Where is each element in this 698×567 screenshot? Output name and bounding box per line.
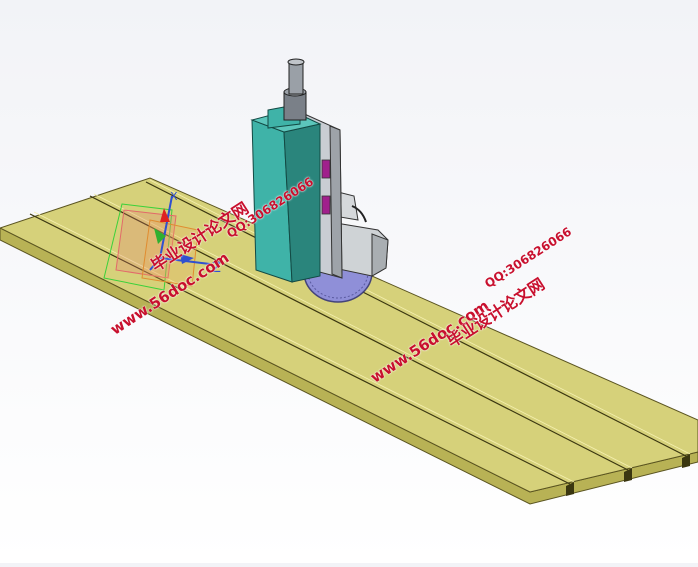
lift-cylinder[interactable] (283, 58, 307, 121)
table-top-face (0, 177, 698, 493)
triad-z-label: Z (212, 261, 221, 276)
guide-block-upper (321, 159, 331, 179)
slotted-table[interactable] (0, 177, 698, 505)
table-slots (29, 179, 691, 485)
triad-x-label: X (170, 190, 178, 203)
coordinate-triad[interactable] (103, 195, 211, 291)
reference-plane-green (103, 203, 173, 291)
guide-block-lower (321, 195, 331, 215)
reference-plane-red (115, 209, 177, 279)
slot-notches (566, 454, 690, 496)
reference-plane-orange (141, 219, 199, 287)
